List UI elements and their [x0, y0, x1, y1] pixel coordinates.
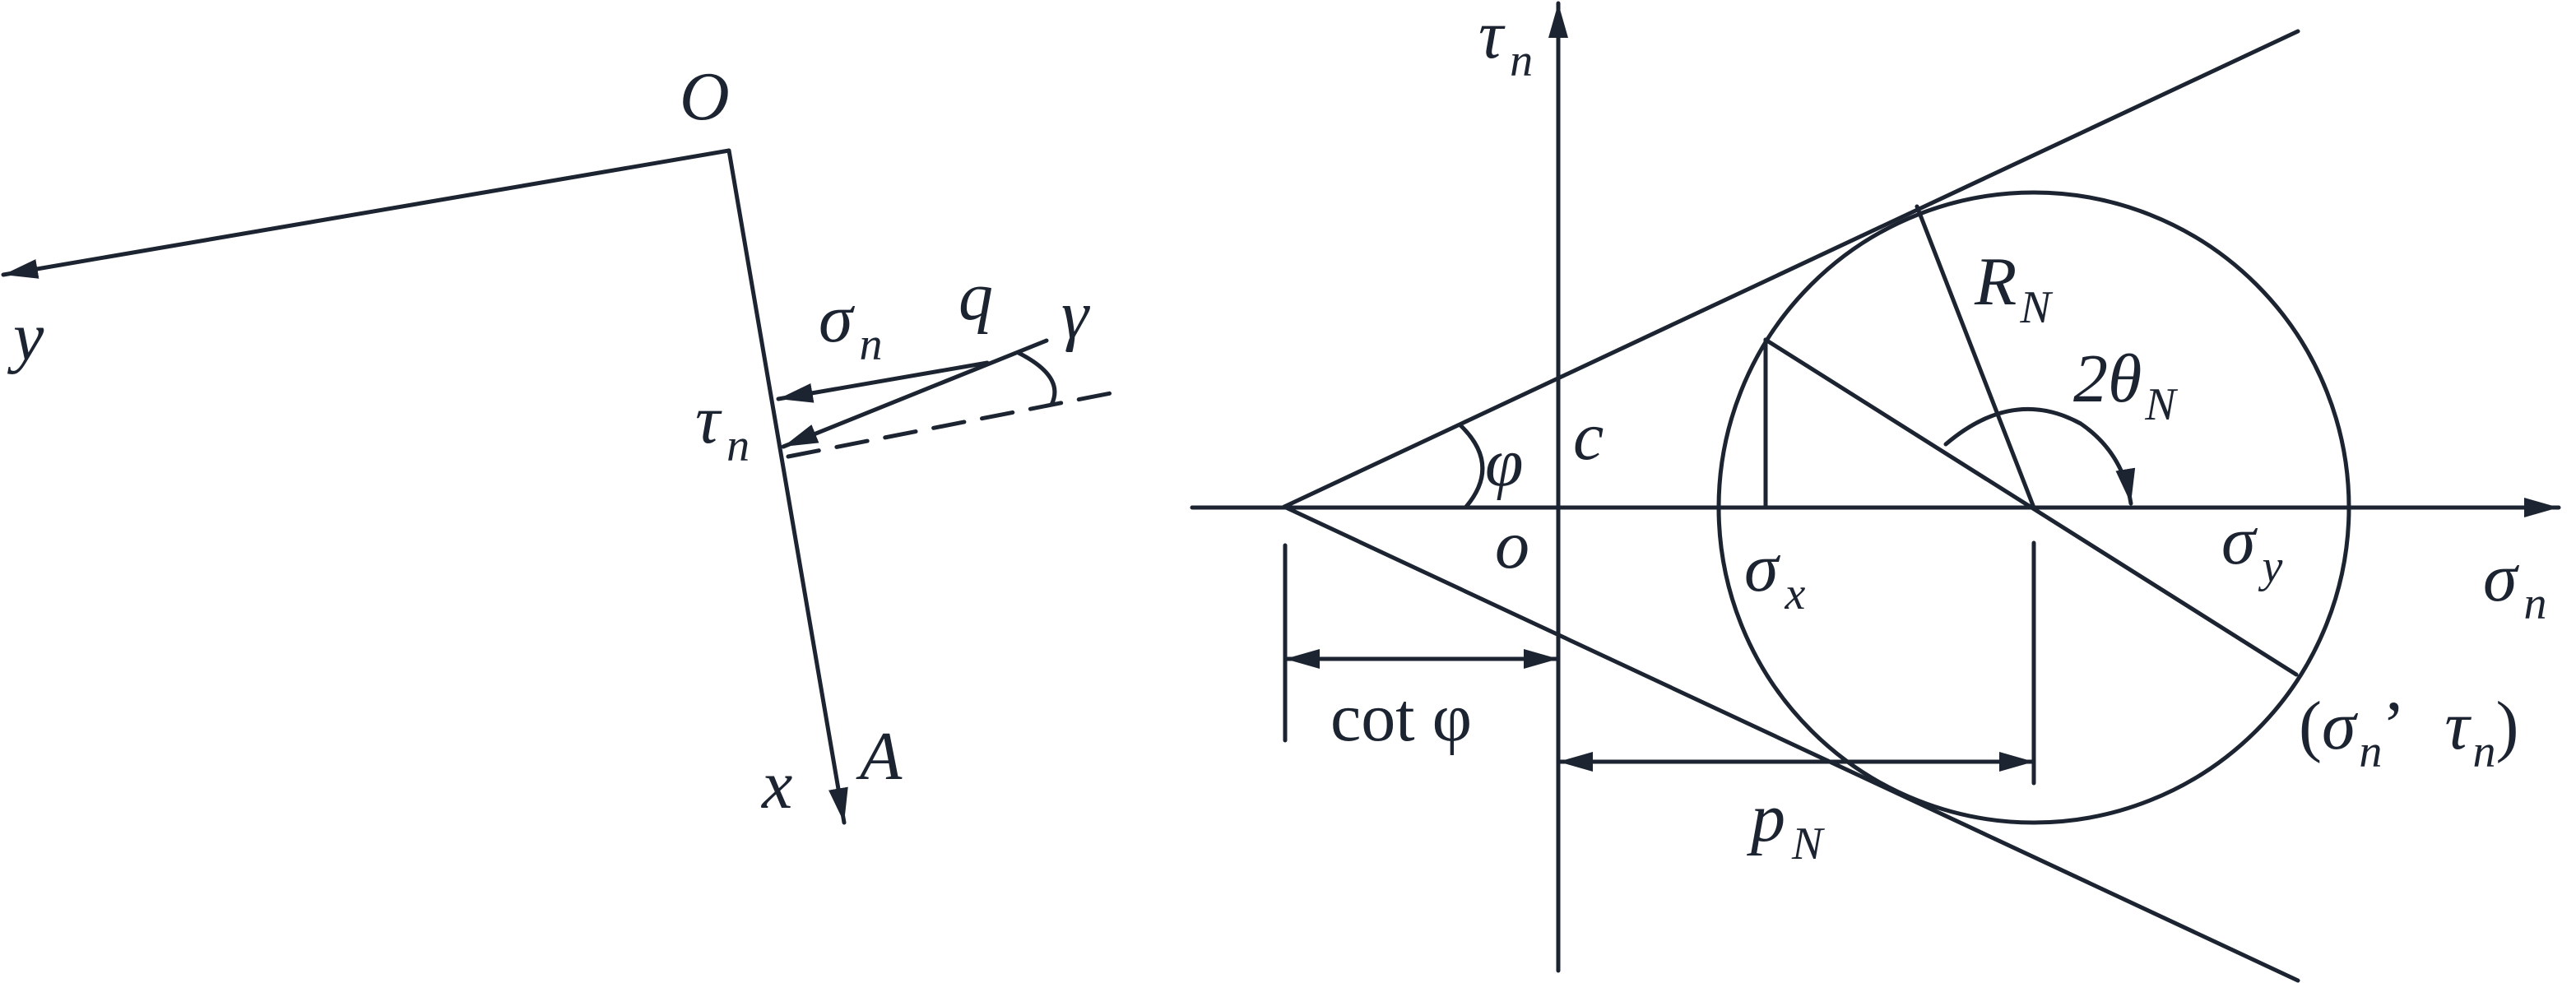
radius-line — [1915, 204, 2036, 510]
y-axis-label: y — [7, 299, 44, 375]
y-axis-line — [1, 148, 731, 279]
gamma-angle-arc — [1016, 350, 1057, 407]
sigma-n-vector — [776, 360, 990, 403]
cot-phi-label: cot φ — [1330, 679, 1472, 756]
origin-label: O — [680, 58, 730, 135]
phi-label: φ — [1485, 424, 1523, 501]
two-theta-n-label: 2θN — [2073, 341, 2178, 430]
radius-rn-label: RN — [1974, 243, 2053, 333]
q-label: q — [958, 258, 993, 335]
surface-tangent-dashed — [786, 390, 1117, 459]
c-label: c — [1573, 398, 1604, 475]
x-axis-label: x — [760, 747, 792, 823]
x-axis-line — [726, 148, 848, 825]
diameter-line — [1763, 337, 2299, 677]
origin-o-label: o — [1495, 507, 1529, 583]
gamma-label: γ — [1061, 276, 1090, 353]
point-coordinate-label: (σn’τn) — [2299, 688, 2518, 777]
q-resultant-vector — [781, 338, 1049, 449]
phi-angle-arc — [1458, 423, 1485, 509]
mohr-circle — [1716, 190, 2351, 825]
two-theta-angle-arc — [1943, 407, 2136, 506]
lower-envelope-line — [1282, 504, 2300, 983]
upper-envelope-line — [1282, 29, 2300, 509]
point-a-label: A — [856, 718, 903, 795]
